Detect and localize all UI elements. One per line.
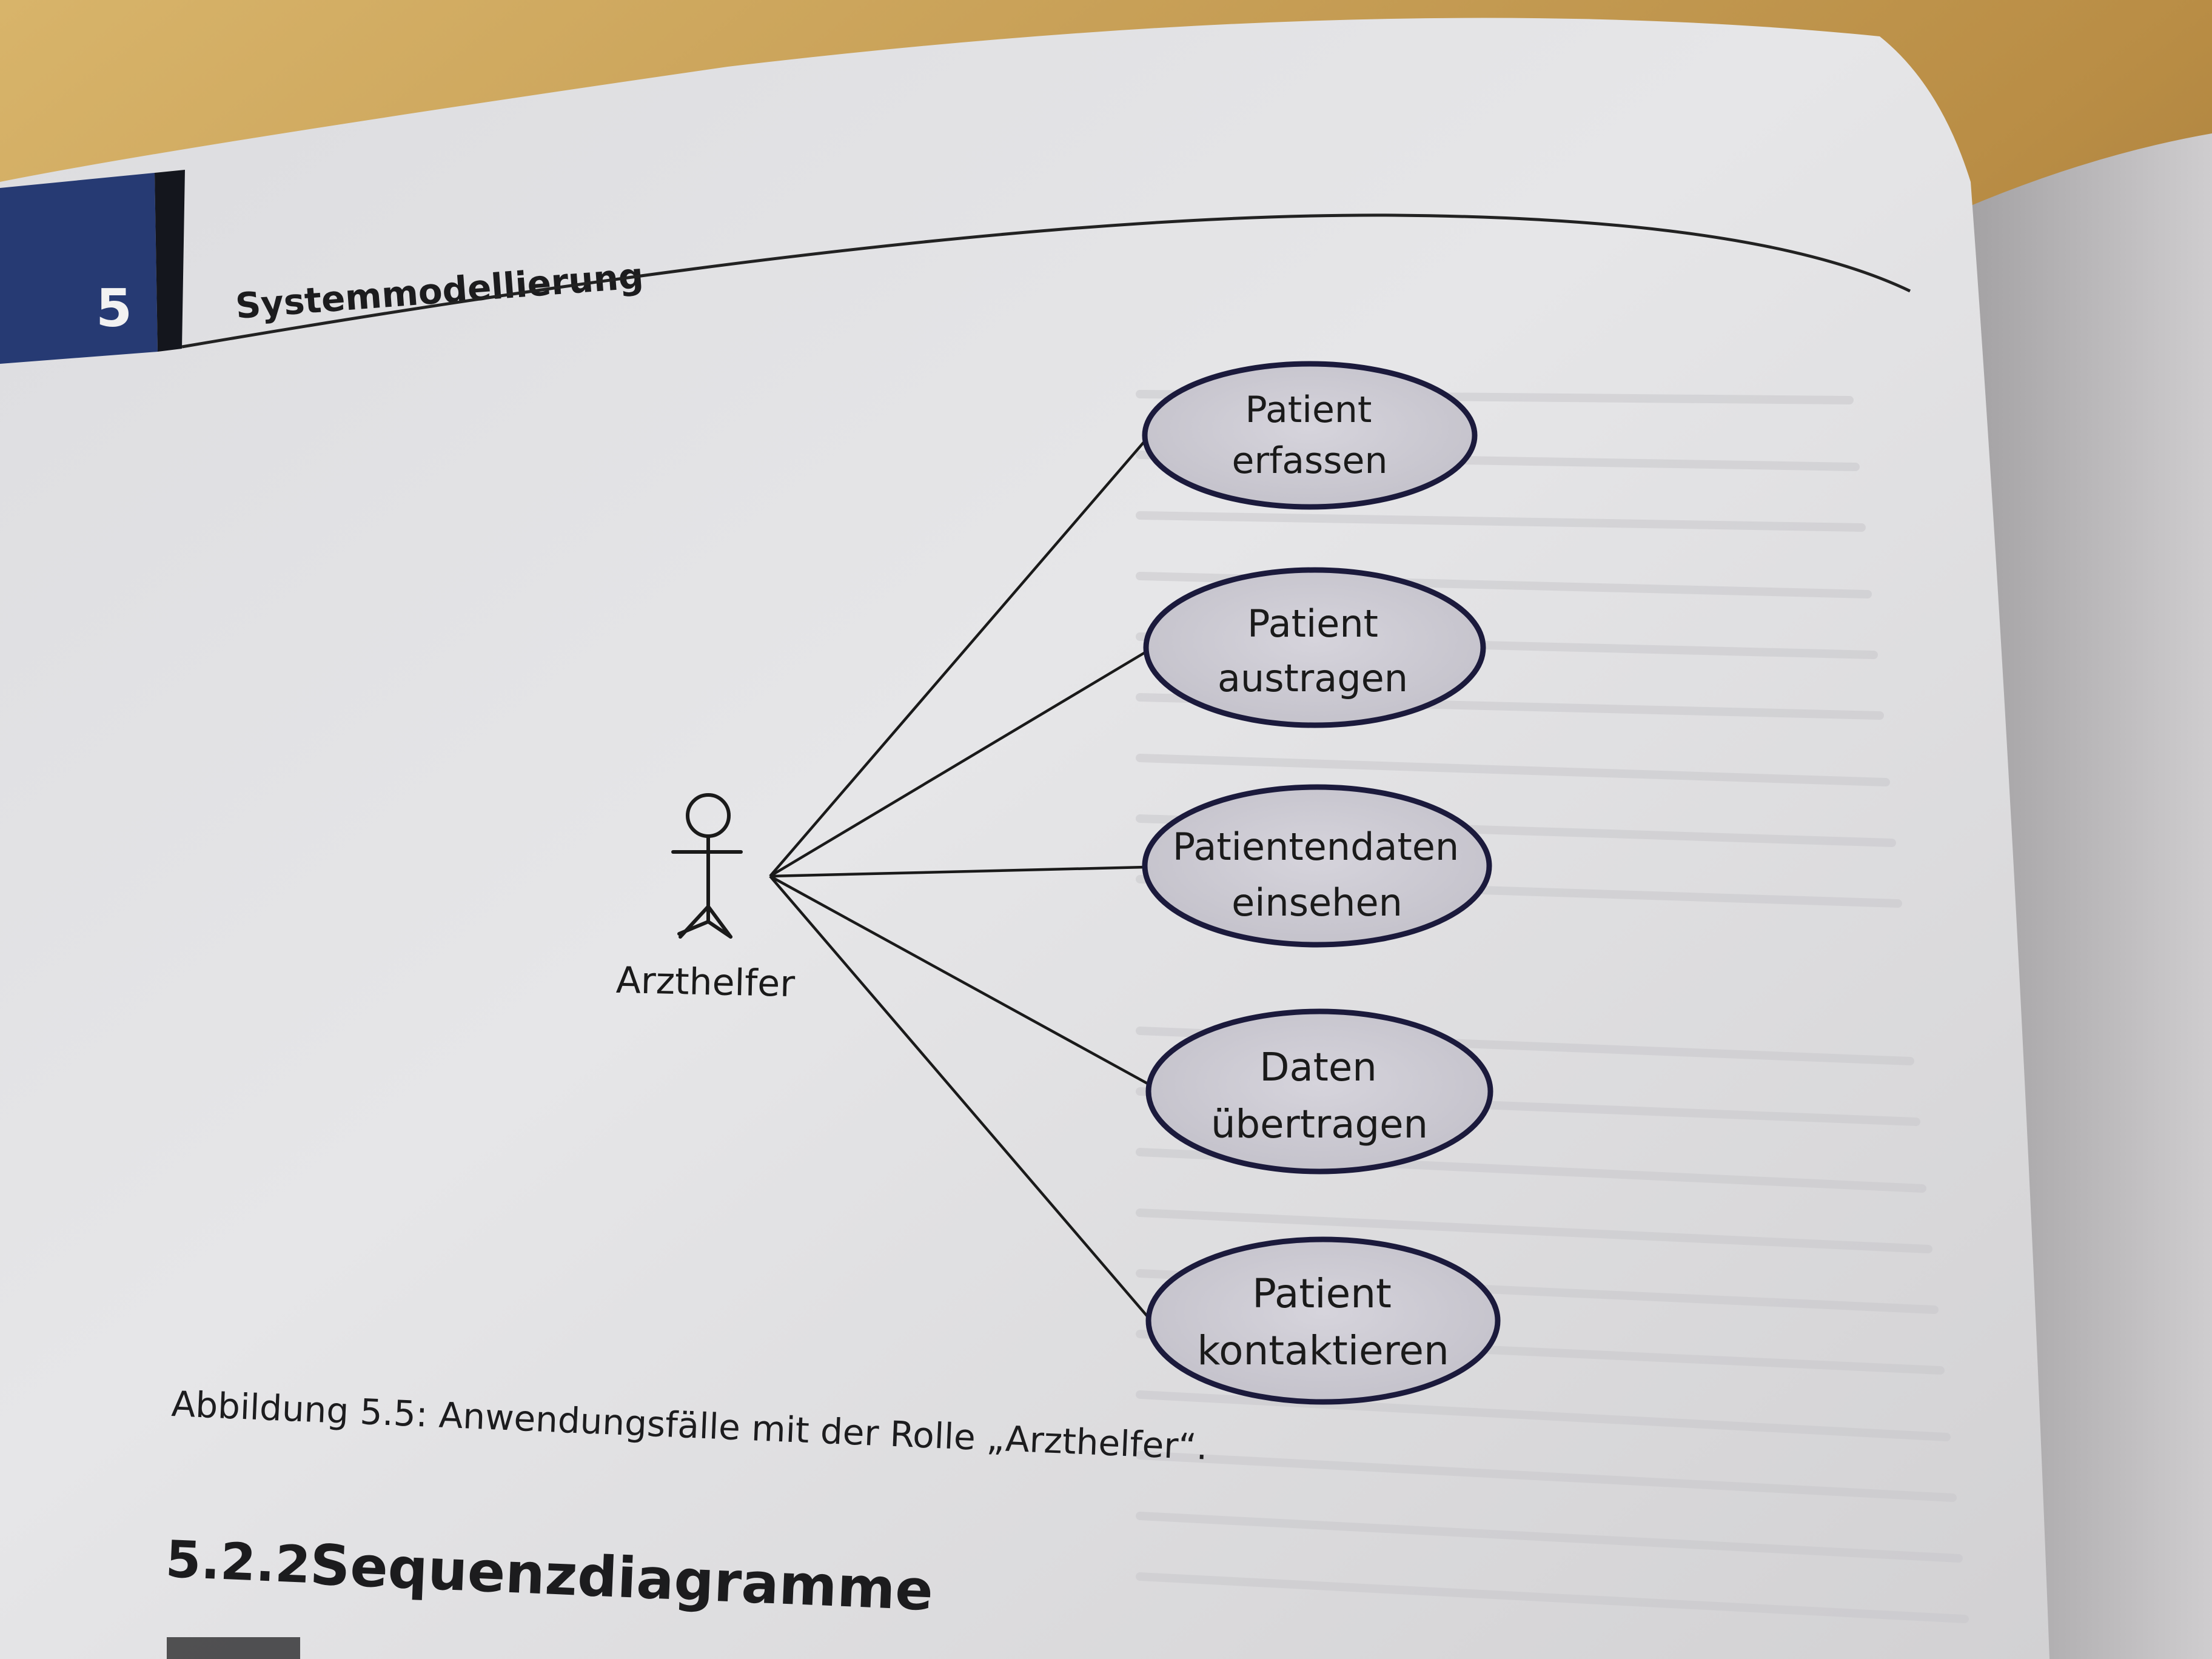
use-case-5-line2: kontaktieren: [1197, 1327, 1449, 1374]
association-line: [769, 875, 1152, 1087]
use-case-2: Patient austragen: [1143, 567, 1486, 728]
use-case-1-line1: Patient: [1245, 389, 1372, 431]
section-number: 5.2.2: [164, 1529, 312, 1595]
body-text-cutoff: [167, 1637, 300, 1659]
use-case-1: Patient erfassen: [1142, 361, 1478, 510]
use-case-1-line2: erfassen: [1232, 440, 1388, 482]
use-case-3: Patientendaten einsehen: [1142, 784, 1492, 948]
actor-stick-figure-icon: [671, 793, 743, 939]
header-rule: [181, 213, 1911, 349]
book-page: [0, 18, 2049, 1659]
use-case-3-line2: einsehen: [1232, 880, 1403, 925]
association-lines: [769, 438, 1153, 1323]
chapter-tab: 5: [0, 170, 185, 364]
actor-label: Arzthelfer: [615, 959, 796, 1005]
facing-page: [1928, 133, 2212, 1659]
use-case-3-line1: Patientendaten: [1173, 825, 1459, 869]
use-case-5: Patient kontaktieren: [1145, 1236, 1501, 1405]
association-line: [769, 438, 1147, 877]
use-case-2-line2: austragen: [1218, 656, 1408, 700]
chapter-number: 5: [96, 278, 132, 339]
association-line: [769, 865, 1147, 878]
association-line: [769, 875, 1153, 1323]
use-case-5-line1: Patient: [1252, 1270, 1392, 1317]
use-case-2-line1: Patient: [1247, 602, 1378, 646]
association-line: [769, 651, 1147, 877]
use-case-4-line2: übertragen: [1211, 1102, 1428, 1147]
use-case-4: Daten übertragen: [1145, 1008, 1493, 1175]
use-case-4-line1: Daten: [1259, 1045, 1377, 1090]
